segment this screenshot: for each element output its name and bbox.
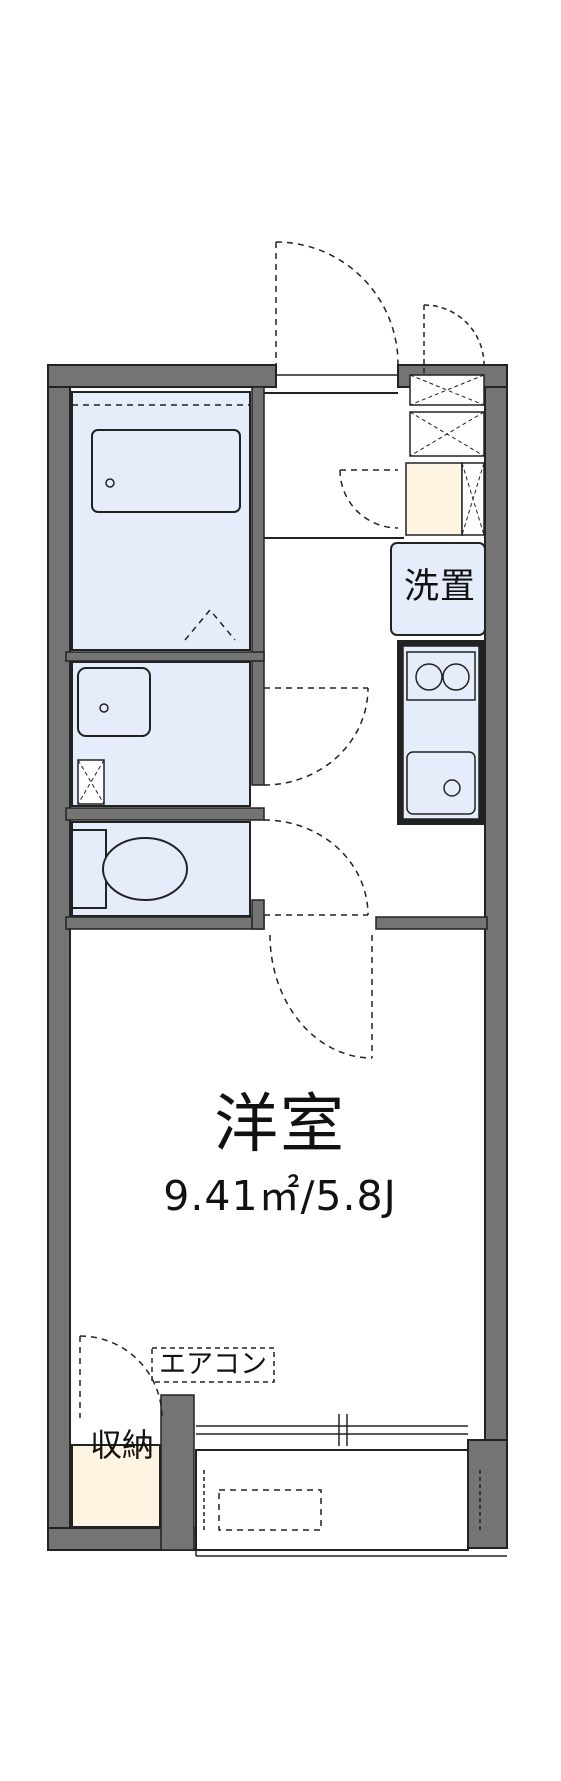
bathtub	[71, 391, 251, 651]
toilet	[71, 821, 251, 917]
utility-boxes	[405, 374, 485, 536]
sink-drain-icon	[443, 779, 461, 797]
aircon-label: エアコン	[159, 1349, 267, 1380]
burner-left-icon	[415, 663, 443, 691]
wash-basin	[71, 661, 251, 807]
room-area: 9.41㎡/5.8J	[163, 1172, 397, 1220]
interior-walls	[65, 386, 488, 1551]
outer-walls	[47, 364, 508, 1551]
aircon-box	[151, 1347, 275, 1383]
interior-doors	[79, 687, 373, 1419]
storage-label: 収納	[89, 1426, 154, 1464]
kitchen	[397, 640, 485, 825]
entrance	[264, 241, 485, 539]
storage-closet	[71, 1444, 161, 1528]
washer-label: 洗置	[403, 567, 476, 607]
burner-right-icon	[442, 663, 470, 691]
room-name: 洋室	[214, 1088, 346, 1162]
washer-space	[390, 542, 486, 636]
balcony	[195, 1414, 507, 1557]
